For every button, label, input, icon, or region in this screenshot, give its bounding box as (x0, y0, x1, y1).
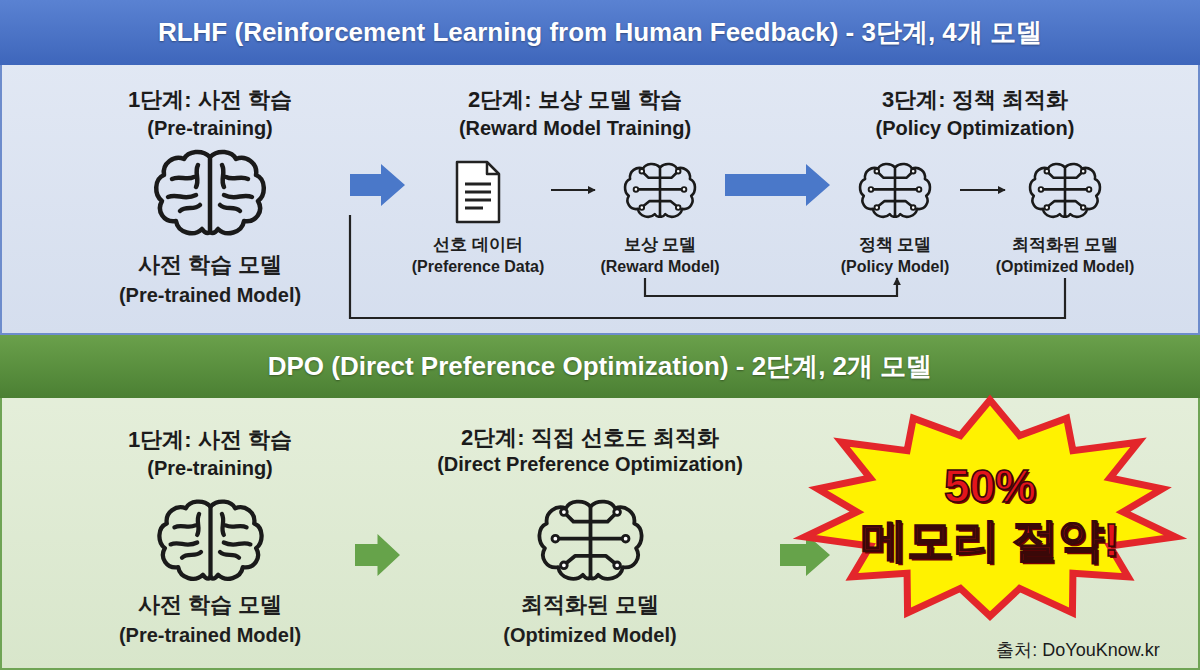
band-title: DPO (Direct Preference Optimization) - 2… (268, 349, 933, 384)
node-subtitle: (Pre-trained Model) (0, 280, 490, 310)
node-icon-shape (159, 502, 261, 579)
starburst-shape (790, 395, 1185, 630)
stage-label: (Pre-training) (147, 457, 273, 480)
stage-label: 3단계: 정책 최적화 (882, 85, 1068, 115)
source-note: 출처: DoYouKnow.kr (996, 638, 1159, 662)
node-title: 최적화된 모델 (260, 590, 920, 620)
node-icon-shape (539, 502, 641, 579)
node-icon (621, 159, 699, 225)
node-subtitle: (Pre-trained Model) (0, 620, 495, 650)
model-node: 보상 모델(Reward Model) (595, 150, 725, 278)
model-node: 최적화된 모델(Optimized Model) (1005, 150, 1125, 278)
stage-label: 1단계: 사전 학습 (128, 425, 292, 455)
node-icon (153, 495, 268, 590)
starburst-outline (805, 400, 1175, 616)
band-title: RLHF (Reinforcement Learning from Human … (158, 15, 1042, 50)
node-icon-shape (1030, 164, 1100, 217)
node-subtitle: (Optimized Model) (260, 620, 920, 650)
data-node: 선호 데이터(Preference Data) (405, 150, 551, 278)
stage-label: 2단계: 직접 선호도 최적화 (461, 423, 719, 453)
node-title: 보상 모델 (455, 234, 865, 256)
node-icon-shape (156, 152, 264, 233)
stage-label: (Policy Optimization) (876, 117, 1075, 140)
stage-label: 2단계: 보상 모델 학습 (468, 85, 682, 115)
model-node: 사전 학습 모델(Pre-trained Model) (70, 140, 350, 312)
node-icon (1026, 159, 1104, 225)
icon-area (595, 150, 725, 234)
node-icon (533, 495, 648, 590)
node-title: 최적화된 모델 (865, 234, 1200, 256)
stage-label: (Reward Model Training) (459, 117, 691, 140)
node-title: 사전 학습 모델 (0, 590, 495, 620)
stage-label: (Pre-training) (147, 117, 273, 140)
node-icon (856, 159, 934, 225)
icon-area (1005, 150, 1125, 234)
starburst-callout: 50%메모리 절약! (830, 395, 1185, 630)
method-band: DPO (Direct Preference Optimization) - 2… (0, 335, 1200, 670)
icon-area (400, 495, 780, 590)
model-node: 정책 모델(Policy Model) (830, 150, 960, 278)
icon-area (70, 140, 350, 250)
icon-area (830, 150, 960, 234)
node-icon-shape (457, 162, 499, 222)
model-node: 사전 학습 모델(Pre-trained Model) (65, 495, 355, 650)
node-icon-shape (625, 164, 695, 217)
method-band: RLHF (Reinforcement Learning from Human … (0, 0, 1200, 335)
callout-text: 메모리 절약! (861, 513, 1119, 567)
node-icon (150, 145, 270, 245)
node-subtitle: (Optimized Model) (865, 256, 1200, 278)
starburst-content: 50%메모리 절약! (830, 395, 1185, 630)
node-icon-shape (860, 164, 930, 217)
stage-label: 1단계: 사전 학습 (128, 85, 292, 115)
icon-area (65, 495, 355, 590)
icon-area (405, 150, 551, 234)
band-header: RLHF (Reinforcement Learning from Human … (0, 0, 1200, 65)
node-subtitle: (Reward Model) (455, 256, 865, 278)
node-icon (453, 160, 503, 224)
band-header: DPO (Direct Preference Optimization) - 2… (0, 335, 1200, 398)
model-node: 최적화된 모델(Optimized Model) (400, 495, 780, 650)
callout-text: 50% (944, 459, 1036, 513)
stage-label: (Direct Preference Optimization) (437, 453, 743, 476)
